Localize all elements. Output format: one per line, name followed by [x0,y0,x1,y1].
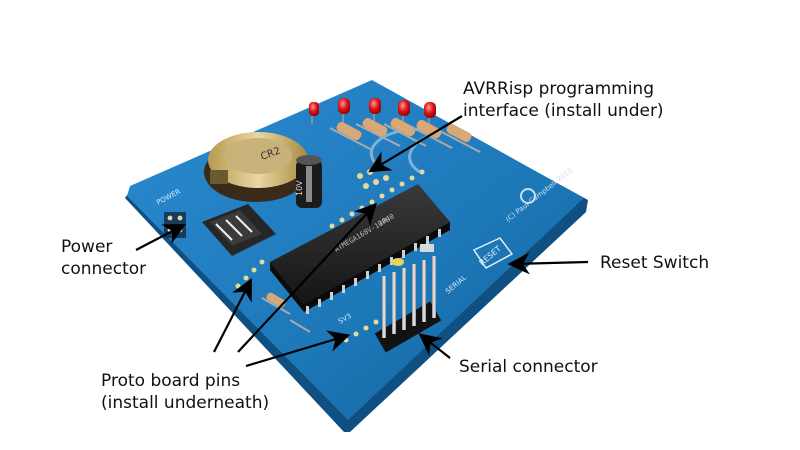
proto-pin-row-top [329,169,425,229]
battery-holder: CR2 [204,132,308,202]
arrow-avr [368,115,463,173]
proto-board-pins-label-line2: (install underneath) [101,393,270,413]
arrow-proto-top [237,202,377,353]
power-connector-label-line2: connector [61,259,147,279]
annotation-arrows [135,115,589,368]
serial-connector-label-text: Serial connector [459,357,598,377]
arrow-proto-sv3 [245,330,351,368]
arrow-power [135,223,186,251]
arrow-serial [418,333,451,359]
proto-board-pins-label: Proto board pins (install underneath) [101,370,269,414]
avr-isp-label-line1: AVRRisp programming [463,79,654,99]
led [309,102,319,124]
power-connector-label: Power connector [61,236,146,280]
capacitor: 10V [295,155,322,208]
chip-pins [306,229,441,314]
led [338,98,350,122]
serial-connector-label: Serial connector [459,356,598,378]
avr-isp-label-line2: interface (install under) [463,101,664,121]
arrow-proto-left [213,278,253,353]
proto-board-pins-label-line1: Proto board pins [101,371,241,391]
power-connector-label-line1: Power [61,237,113,257]
reset-switch-label: Reset Switch [600,252,709,274]
led [369,98,381,122]
led-row [309,98,436,126]
avr-isp-label: AVRRisp programming interface (install u… [463,78,664,122]
resistor-row [329,117,481,153]
dip-switch [202,204,276,256]
capacitor-silkscreen: 10V [295,180,304,196]
small-components [261,244,434,333]
arrow-reset [507,252,589,275]
reset-switch-label-text: Reset Switch [600,253,710,273]
